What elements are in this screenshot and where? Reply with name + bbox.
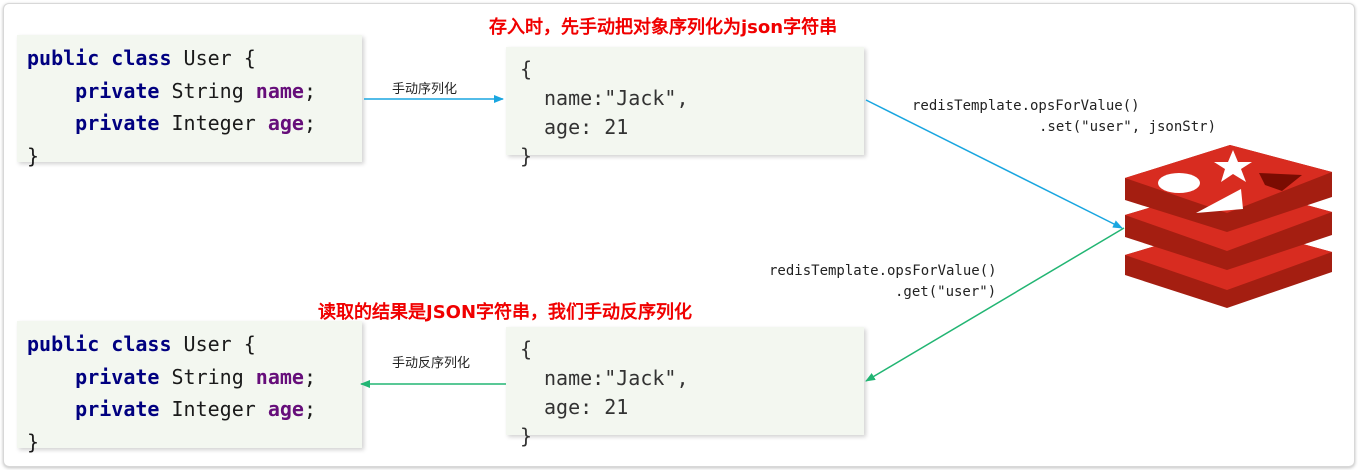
field-age-line: private Integer age; bbox=[27, 107, 362, 140]
keyword: private bbox=[75, 78, 160, 103]
field: name bbox=[255, 364, 304, 389]
read-title: 读取的结果是JSON字符串，我们手动反序列化 bbox=[318, 302, 693, 323]
type: String bbox=[159, 78, 256, 103]
keyword: private bbox=[75, 111, 160, 135]
field: age bbox=[267, 397, 304, 421]
json-code-top: { name:"Jack", age: 21 } bbox=[506, 47, 864, 168]
serialize-label: 手动序列化 bbox=[392, 82, 458, 97]
set-call-line1: redisTemplate.opsForValue() bbox=[912, 98, 1140, 114]
field: name bbox=[255, 78, 304, 103]
keyword: private bbox=[75, 364, 160, 389]
set-call-line2: .set("user", jsonStr) bbox=[1039, 119, 1217, 135]
keyword: public class bbox=[27, 332, 172, 356]
json-age-line: age: 21 bbox=[544, 395, 629, 419]
json-name-line: name:"Jack", bbox=[544, 86, 689, 110]
json-open: { bbox=[520, 57, 533, 81]
class-name: User { bbox=[171, 332, 256, 356]
field: age bbox=[267, 111, 304, 135]
semicolon: ; bbox=[303, 111, 317, 135]
json-open: { bbox=[520, 337, 533, 361]
json-close: } bbox=[520, 144, 533, 168]
class-decl-line: public class User { bbox=[27, 328, 362, 361]
json-close: } bbox=[520, 424, 533, 448]
get-call-line2: .get("user") bbox=[895, 284, 997, 300]
semicolon: ; bbox=[303, 397, 317, 421]
type: Integer bbox=[159, 397, 268, 421]
keyword: private bbox=[75, 397, 160, 421]
class-name: User { bbox=[171, 46, 256, 70]
redis-logo-icon bbox=[1125, 145, 1332, 308]
set-arrow bbox=[865, 99, 1123, 229]
json-code-bottom: { name:"Jack", age: 21 } bbox=[506, 327, 864, 448]
type: String bbox=[159, 364, 256, 389]
user-class-code-top: public class User { private String name;… bbox=[17, 35, 362, 168]
get-call-line1: redisTemplate.opsForValue() bbox=[769, 263, 997, 279]
json-name-line: name:"Jack", bbox=[544, 366, 689, 390]
field-age-line: private Integer age; bbox=[27, 393, 362, 426]
user-class-code-bottom: public class User { private String name;… bbox=[17, 321, 362, 454]
semicolon: ; bbox=[303, 364, 317, 389]
type: Integer bbox=[159, 111, 268, 135]
deserialize-label: 手动反序列化 bbox=[392, 356, 471, 371]
get-arrow bbox=[865, 227, 1125, 382]
field-name-line: private String name; bbox=[27, 75, 362, 108]
store-title: 存入时，先手动把对象序列化为json字符串 bbox=[489, 17, 838, 38]
keyword: public class bbox=[27, 46, 172, 70]
class-decl-line: public class User { bbox=[27, 42, 362, 75]
class-close-line: } bbox=[27, 429, 40, 454]
json-age-line: age: 21 bbox=[544, 115, 629, 139]
class-close-line: } bbox=[27, 143, 40, 168]
field-name-line: private String name; bbox=[27, 361, 362, 394]
semicolon: ; bbox=[303, 78, 317, 103]
